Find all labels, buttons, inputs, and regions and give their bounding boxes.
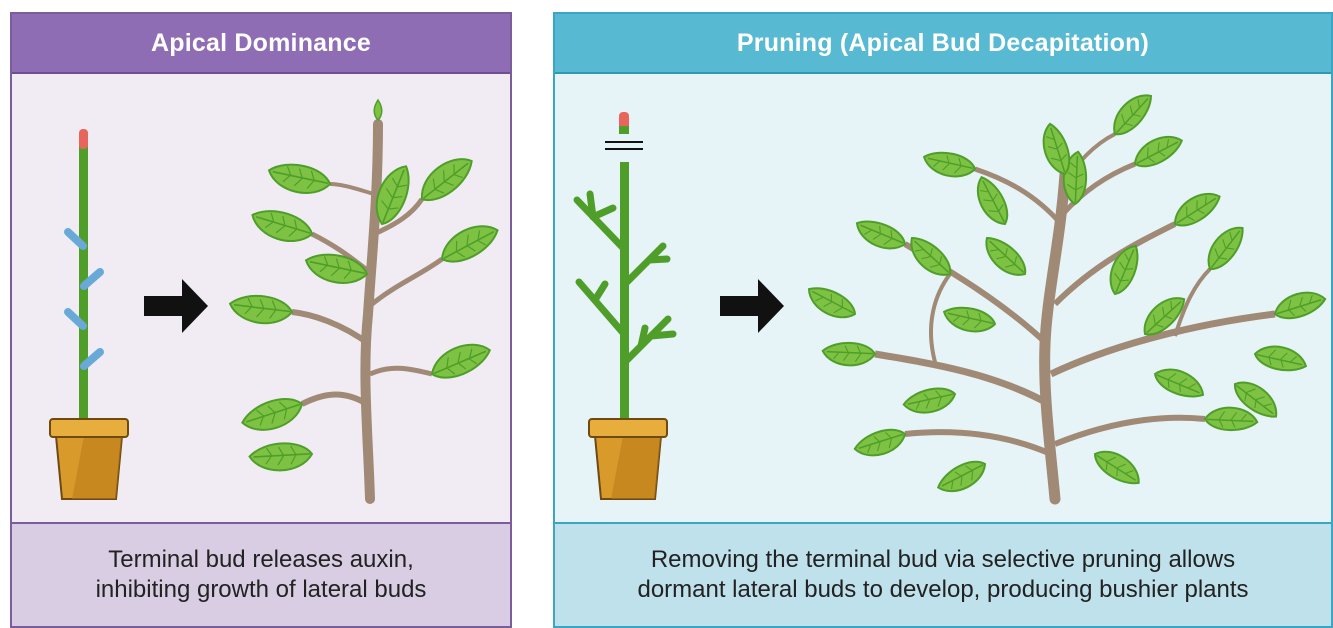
caption-line-1: Removing the terminal bud via selective … [637, 545, 1248, 575]
pruned-seedling [577, 162, 673, 499]
caption: Terminal bud releases auxin, inhibiting … [12, 522, 510, 626]
bushy-plant-illustration [803, 88, 1327, 499]
cut-mark-icon [605, 142, 643, 149]
panel-title: Apical Dominance [12, 14, 510, 74]
transition-arrow-icon [720, 279, 784, 333]
pruning-illustration [555, 74, 1331, 524]
caption-line-2: inhibiting growth of lateral buds [96, 575, 427, 605]
caption: Removing the terminal bud via selective … [555, 522, 1331, 626]
seedling-with-terminal-bud [50, 129, 128, 499]
apical-dominance-illustration [12, 74, 510, 524]
apical-dominance-panel: Apical Dominance [10, 12, 512, 628]
terminal-bud [79, 129, 88, 149]
tall-plant-illustration [227, 100, 503, 499]
pruning-panel: Pruning (Apical Bud Decapitation) [553, 12, 1333, 628]
panel-title: Pruning (Apical Bud Decapitation) [555, 14, 1331, 74]
caption-line-1: Terminal bud releases auxin, [96, 545, 427, 575]
transition-arrow-icon [144, 279, 208, 333]
flower-pot-icon [589, 419, 667, 499]
caption-line-2: dormant lateral buds to develop, produci… [637, 575, 1248, 605]
flower-pot-icon [50, 419, 128, 499]
